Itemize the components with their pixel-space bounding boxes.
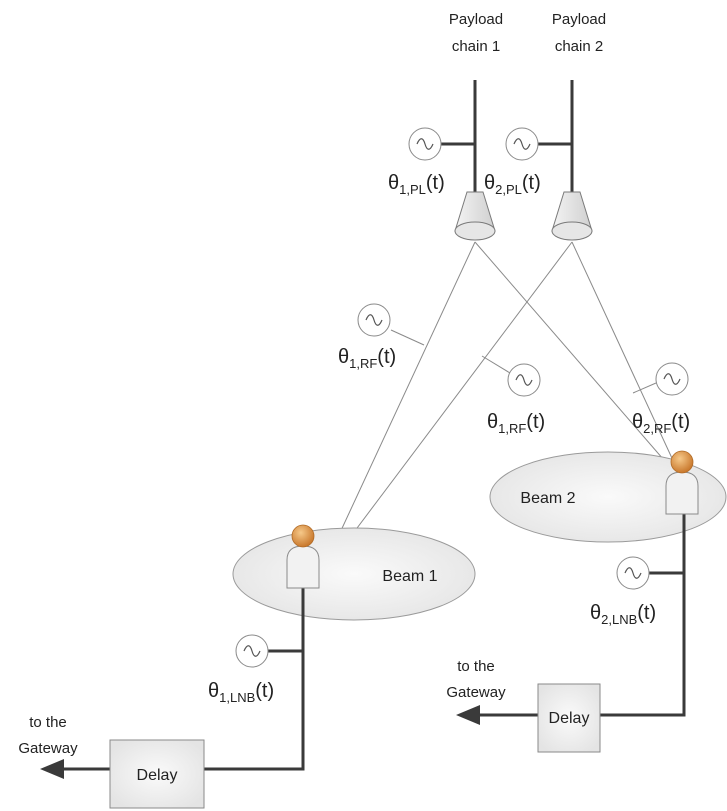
label-theta-2-lnb: θ2,LNB(t) xyxy=(590,602,656,627)
payload-chain-2-line2: chain 2 xyxy=(555,38,603,55)
gateway-label-1-line1: to the xyxy=(29,714,67,731)
label-theta-1-pl: θ1,PL(t) xyxy=(388,172,445,197)
signal-rays xyxy=(317,241,684,581)
user-beam-1-icon xyxy=(286,524,320,589)
oscillator-pl2-icon xyxy=(505,127,539,161)
beam-2-label: Beam 2 xyxy=(520,490,575,507)
gateway-label-2-line2: Gateway xyxy=(446,684,506,701)
feed-horn-1 xyxy=(454,191,496,241)
payload-chain-1-line2: chain 1 xyxy=(452,38,500,55)
oscillator-rf2-icon xyxy=(655,362,689,396)
oscillator-pl1-icon xyxy=(408,127,442,161)
arrow-to-gateway-1 xyxy=(40,759,110,779)
gateway-label-1-line2: Gateway xyxy=(18,740,78,757)
gateway-label-1: to the Gateway xyxy=(18,714,78,757)
payload-chain-1-label: Payload chain 1 xyxy=(449,11,503,55)
label-theta-2-rf: θ2,RF(t) xyxy=(632,411,690,436)
payload-chain-1-line1: Payload xyxy=(449,11,503,28)
arrow-to-gateway-2 xyxy=(456,705,538,725)
gateway-label-2-line1: to the xyxy=(457,658,495,675)
payload-chain-2-label: Payload chain 2 xyxy=(552,11,606,55)
user-beam-2-icon xyxy=(665,450,699,515)
label-theta-1-lnb: θ1,LNB(t) xyxy=(208,680,274,705)
rf1b-connector xyxy=(481,355,511,374)
ground-chain-2 xyxy=(600,506,686,717)
label-theta-2-pl: θ2,PL(t) xyxy=(484,172,541,197)
ground-chain-1 xyxy=(204,582,305,771)
delay-box-2: Delay xyxy=(537,683,601,753)
rf2-connector xyxy=(632,382,657,394)
label-theta-1-rf-b: θ1,RF(t) xyxy=(487,411,545,436)
beam-1-ellipse xyxy=(232,527,476,621)
oscillator-rf1a-icon xyxy=(357,303,391,337)
rf1a-connector xyxy=(390,329,425,346)
feed-horn-2 xyxy=(551,191,593,241)
delay-label-1: Delay xyxy=(137,767,178,784)
label-theta-1-rf-a: θ1,RF(t) xyxy=(338,346,396,371)
beam-2-ellipse xyxy=(489,451,727,543)
oscillator-lnb2-icon xyxy=(616,556,650,590)
oscillator-rf1b-icon xyxy=(507,363,541,397)
gateway-label-2: to the Gateway xyxy=(446,658,506,701)
payload-chain-2-line1: Payload xyxy=(552,11,606,28)
beam-1-label: Beam 1 xyxy=(382,568,437,585)
delay-box-1: Delay xyxy=(109,739,205,809)
oscillator-lnb1-icon xyxy=(235,634,269,668)
delay-label-2: Delay xyxy=(549,710,590,727)
